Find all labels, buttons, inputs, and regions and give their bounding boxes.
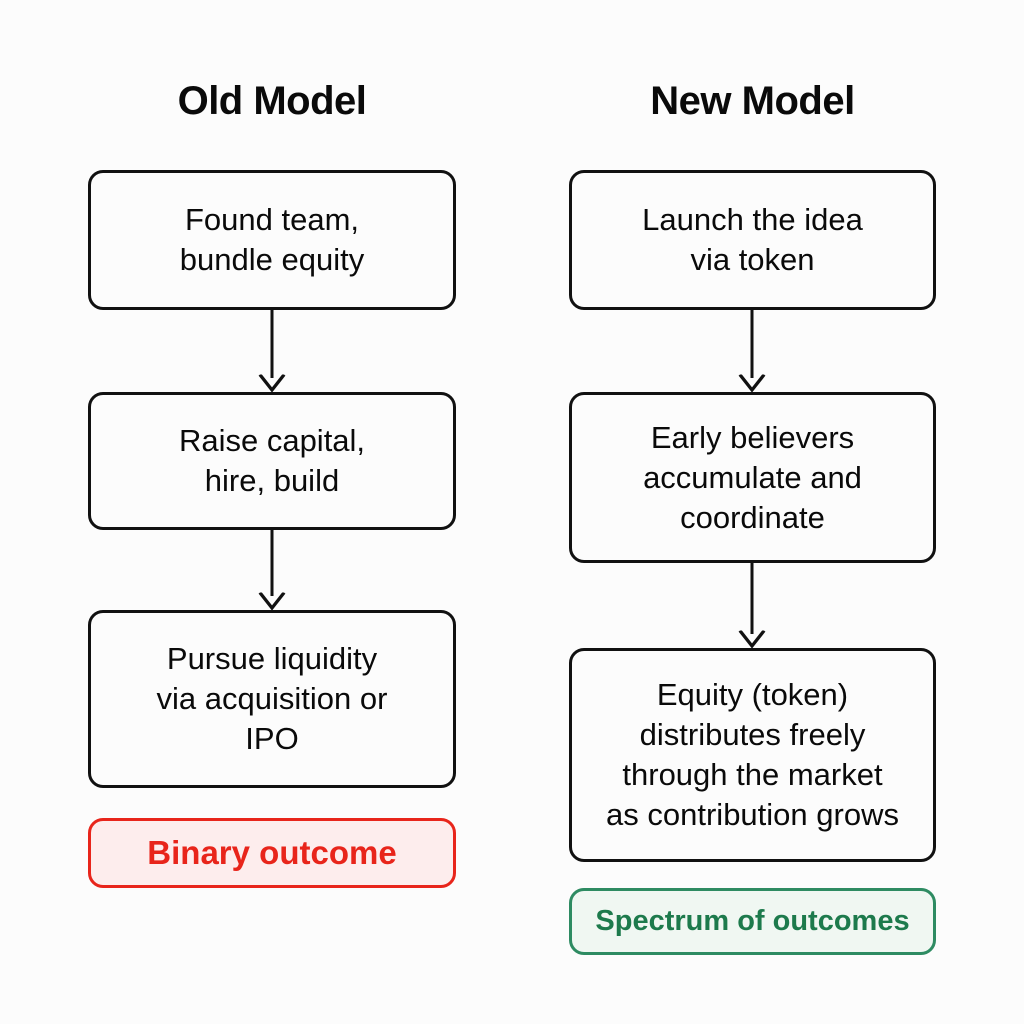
node-new-3[interactable]: Equity (token) distributes freely throug… <box>569 648 936 862</box>
outcome-badge-old-model-label: Binary outcome <box>147 834 397 871</box>
node-old-3-label: Pursue liquidity via acquisition or IPO <box>156 641 388 756</box>
node-old-2-label: Raise capital, hire, build <box>178 423 366 498</box>
node-new-2-label: Early believers accumulate and coordinat… <box>643 419 862 535</box>
node-old-2[interactable]: Raise capital, hire, build <box>88 392 456 530</box>
node-new-1[interactable]: Launch the idea via token <box>569 170 936 310</box>
node-new-2[interactable]: Early believers accumulate and coordinat… <box>569 392 936 563</box>
column-title-old-model: Old Model <box>177 79 367 123</box>
outcome-badge-new-model[interactable]: Spectrum of outcomes <box>569 888 936 955</box>
outcome-badge-new-model-label: Spectrum of outcomes <box>595 905 910 937</box>
outcome-badge-old-model[interactable]: Binary outcome <box>88 818 456 888</box>
node-old-1[interactable]: Found team, bundle equity <box>88 170 456 310</box>
node-old-1-label: Found team, bundle equity <box>179 202 365 277</box>
node-old-3[interactable]: Pursue liquidity via acquisition or IPO <box>88 610 456 788</box>
node-new-3-label: Equity (token) distributes freely throug… <box>606 677 899 832</box>
column-title-new-model: New Model <box>650 79 855 123</box>
node-new-1-label: Launch the idea via token <box>642 202 863 277</box>
